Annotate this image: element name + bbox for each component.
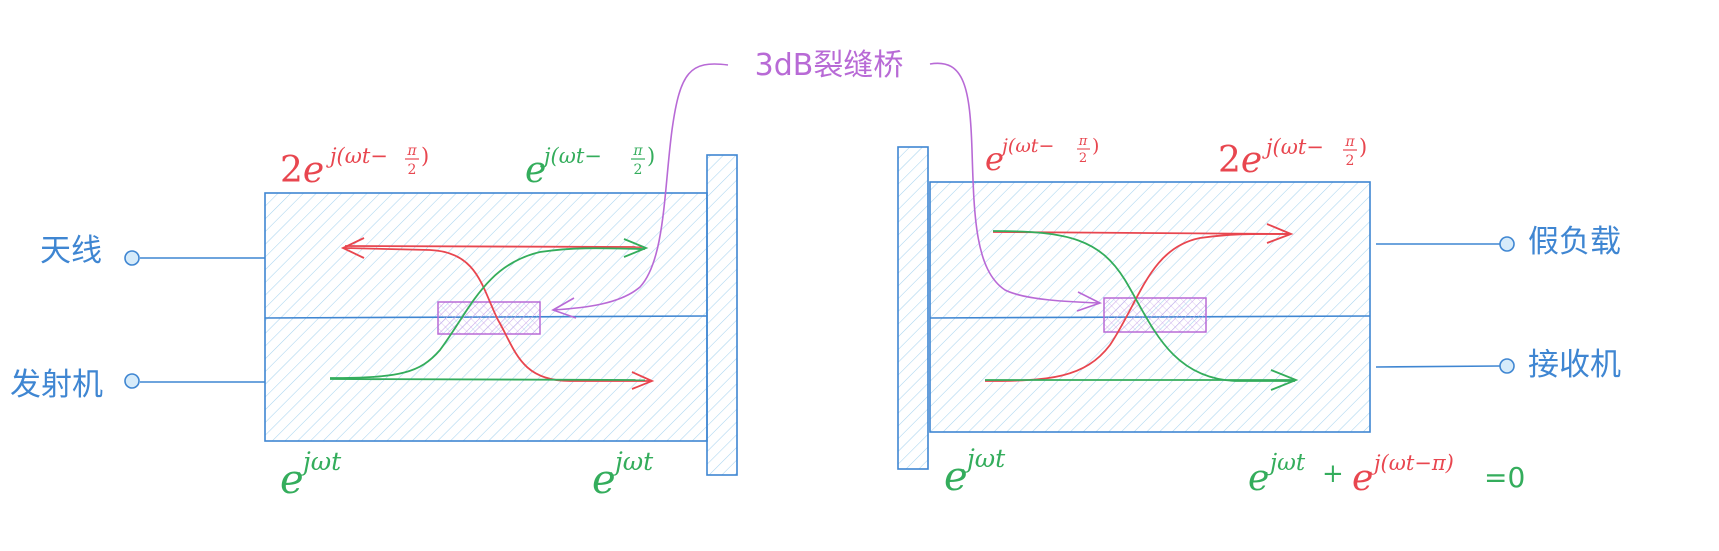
left-bottom-right-expression: e jωt <box>592 447 654 503</box>
left-short-plate <box>706 154 738 476</box>
svg-text:j(ωt−: j(ωt− <box>540 144 602 168</box>
left-top-red-expression: 2e j(ωt− π 2 ) <box>280 143 429 191</box>
phase-j: j <box>1262 135 1273 159</box>
right-bottom-left-expression: e jωt <box>944 444 1006 500</box>
phase-denominator: 2 <box>634 162 643 178</box>
left-port-bottom-terminal <box>124 373 140 389</box>
right-coupler <box>897 146 1515 470</box>
callout-leader-right <box>929 62 1101 304</box>
left-port-bottom-label: 发射机 <box>10 367 103 403</box>
left-red-top-line <box>344 245 646 248</box>
phase-pi: π <box>1078 134 1088 149</box>
bridge-title: 3dB裂缝桥 <box>755 48 904 83</box>
svg-text:j(ωt−: j(ωt− <box>1262 135 1324 159</box>
left-green-bottom-line <box>329 378 646 381</box>
right-short-plate <box>897 146 929 470</box>
right-green-cross-wave <box>992 230 1295 382</box>
right-port-bottom-label: 接收机 <box>1528 347 1621 383</box>
callout-arrowhead-left <box>551 297 577 319</box>
phase-pi: π <box>406 143 417 159</box>
phase-open: (ωt− <box>551 144 602 168</box>
euler-e: e <box>1352 458 1373 499</box>
right-green-arrowhead <box>1270 369 1299 391</box>
left-red-arrowhead-left <box>340 237 365 259</box>
phase-open: (ωt− <box>337 144 388 168</box>
phase-pi: π <box>632 143 643 159</box>
right-top-red-small-expression: e j(ωt− π 2 ) <box>985 134 1099 178</box>
phase-close: ) <box>421 144 429 168</box>
left-green-arrowhead-top <box>623 238 649 258</box>
exponent-jwt: jωt <box>610 447 654 476</box>
right-red-cross-wave <box>984 233 1291 382</box>
callout-arrowhead-right <box>1076 291 1103 312</box>
phase-open: (ωt− <box>1008 135 1054 157</box>
phase-denominator: 2 <box>1079 151 1087 166</box>
callout-leader-left <box>552 63 729 311</box>
euler-e: e <box>303 150 324 191</box>
coefficient-two: 2 <box>280 150 303 191</box>
phase-j: j <box>540 144 551 168</box>
phase-j: j <box>326 144 337 168</box>
plus-sign: + <box>1322 459 1344 489</box>
euler-e: e <box>280 457 304 503</box>
euler-e: e <box>592 457 616 503</box>
coefficient-two: 2 <box>1218 140 1241 181</box>
phase-denominator: 2 <box>408 162 417 178</box>
phase-denominator: 2 <box>1346 153 1355 169</box>
phase-close: ) <box>647 144 655 168</box>
left-red-arrowhead-right-bottom <box>631 371 655 390</box>
euler-e: e <box>944 454 968 500</box>
right-top-red-expression: 2e j(ωt− π 2 ) <box>1218 134 1367 181</box>
left-port-top-terminal <box>124 250 140 266</box>
exponent-jwt: jωt <box>298 447 342 476</box>
right-port-bottom-line <box>1375 365 1501 368</box>
phase-pi: π <box>1344 134 1355 150</box>
left-green-direct-wave <box>329 247 646 379</box>
right-coupling-slot <box>1103 297 1207 333</box>
svg-text:j(ωt−: j(ωt− <box>326 144 388 168</box>
euler-e: e <box>1241 140 1262 181</box>
phase-close: ) <box>1359 135 1367 159</box>
right-port-top-label: 假负载 <box>1528 224 1621 260</box>
phase-j: j <box>998 135 1008 157</box>
right-port-bottom-terminal <box>1499 358 1515 374</box>
exponent-jwt-pi: j(ωt−π) <box>1370 451 1454 475</box>
svg-text:2e: 2e <box>280 150 324 191</box>
left-top-green-expression: e j(ωt− π 2 ) <box>525 143 655 191</box>
left-red-reflected-wave <box>344 247 650 382</box>
euler-e: e <box>1248 458 1269 499</box>
phase-close: ) <box>1092 135 1099 157</box>
left-coupler <box>124 154 738 476</box>
equals-zero: =0 <box>1484 461 1525 494</box>
phase-open: (ωt− <box>1273 135 1324 159</box>
left-bottom-left-expression: e jωt <box>280 447 342 503</box>
right-bottom-sum-expression: e jωt + e j(ωt−π) =0 <box>1248 450 1525 499</box>
euler-e: e <box>525 150 546 191</box>
svg-text:2e: 2e <box>1218 140 1262 181</box>
right-port-top-terminal <box>1499 236 1515 252</box>
bridge-callout: 3dB裂缝桥 <box>551 48 1103 319</box>
exponent-jwt: jωt <box>962 444 1006 473</box>
left-port-top-label: 天线 <box>40 233 102 269</box>
svg-text:j(ωt−: j(ωt− <box>998 135 1054 157</box>
exponent-jwt: jωt <box>1265 450 1306 476</box>
right-red-arrowhead <box>1266 223 1294 244</box>
euler-e: e <box>985 140 1004 178</box>
